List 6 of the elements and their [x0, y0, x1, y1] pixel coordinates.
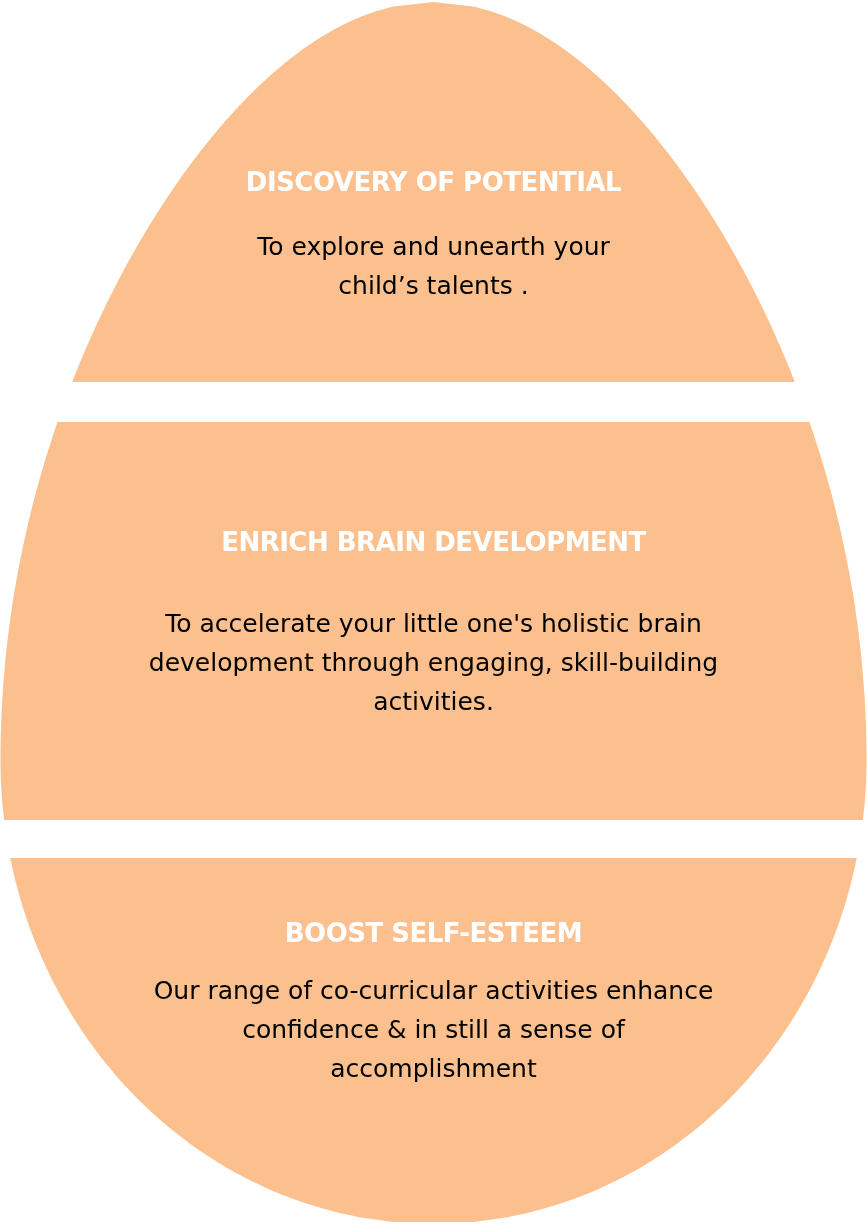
segment-description: To explore and unearth your child’s talents .	[256, 231, 611, 302]
segment-description: To accelerate your little one's holistic brain development through engaging, skill-building activities.	[147, 608, 720, 718]
segment-heading: DISCOVERY OF POTENTIAL	[245, 167, 622, 197]
segment-heading: ENRICH BRAIN DEVELOPMENT	[221, 527, 646, 557]
segment-heading: BOOST SELF-ESTEEM	[284, 918, 583, 948]
segment-description: Our range of co-curricular activities enhance confidence & in still a sense of accomplishment	[153, 975, 714, 1085]
